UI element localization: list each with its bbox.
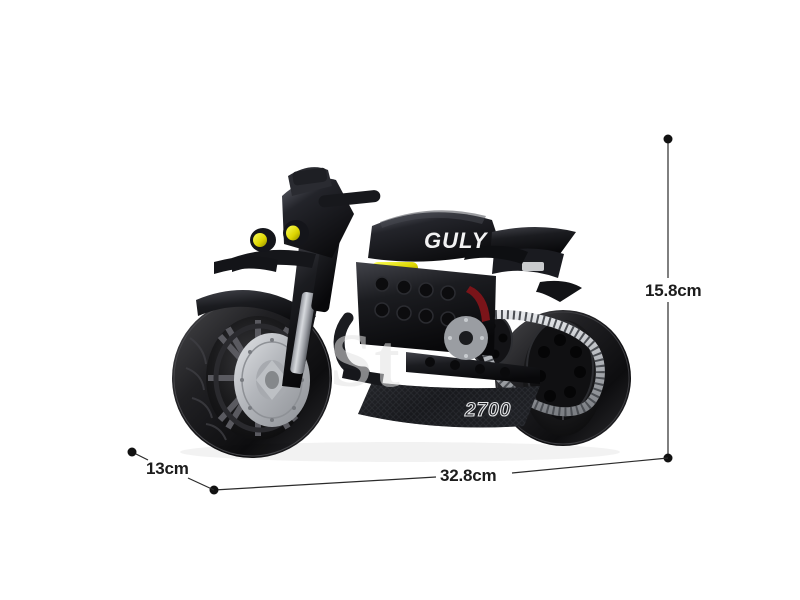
front-fairing	[232, 167, 381, 272]
engine-block	[333, 262, 496, 378]
length-dimension-label: 32.8cm	[440, 466, 497, 485]
footpeg-plate	[342, 368, 384, 386]
headlight-cluster	[250, 220, 309, 252]
bellypan-number-text: 2700	[464, 400, 511, 421]
tail-badge	[522, 262, 544, 271]
tail-section	[490, 227, 582, 302]
height-dimension-label: 15.8cm	[645, 281, 702, 300]
seat	[464, 245, 528, 264]
belly-pan	[358, 382, 540, 428]
front-fender	[196, 290, 316, 330]
ground-shadow	[180, 442, 620, 462]
lower-front-plate	[214, 256, 278, 274]
depth-dimension-label: 13cm	[146, 459, 189, 478]
tank-logo-text: GULY	[424, 228, 489, 253]
swingarm	[406, 352, 540, 384]
